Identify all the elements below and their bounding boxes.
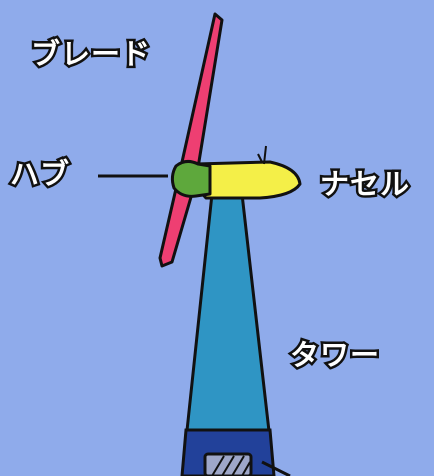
nacelle-label: ナセル — [317, 167, 411, 201]
blade — [158, 12, 224, 268]
foundation-box — [203, 452, 253, 476]
tower-label: タワー — [287, 338, 381, 372]
anemometer-icon — [263, 145, 267, 165]
blade-label: ブレード — [28, 37, 152, 71]
hub — [170, 159, 212, 198]
foundation-leader-line — [261, 460, 291, 476]
tower — [184, 192, 272, 442]
anemometer-arm — [257, 153, 263, 163]
nacelle — [194, 160, 302, 200]
hub-label: ハブ — [7, 157, 71, 191]
